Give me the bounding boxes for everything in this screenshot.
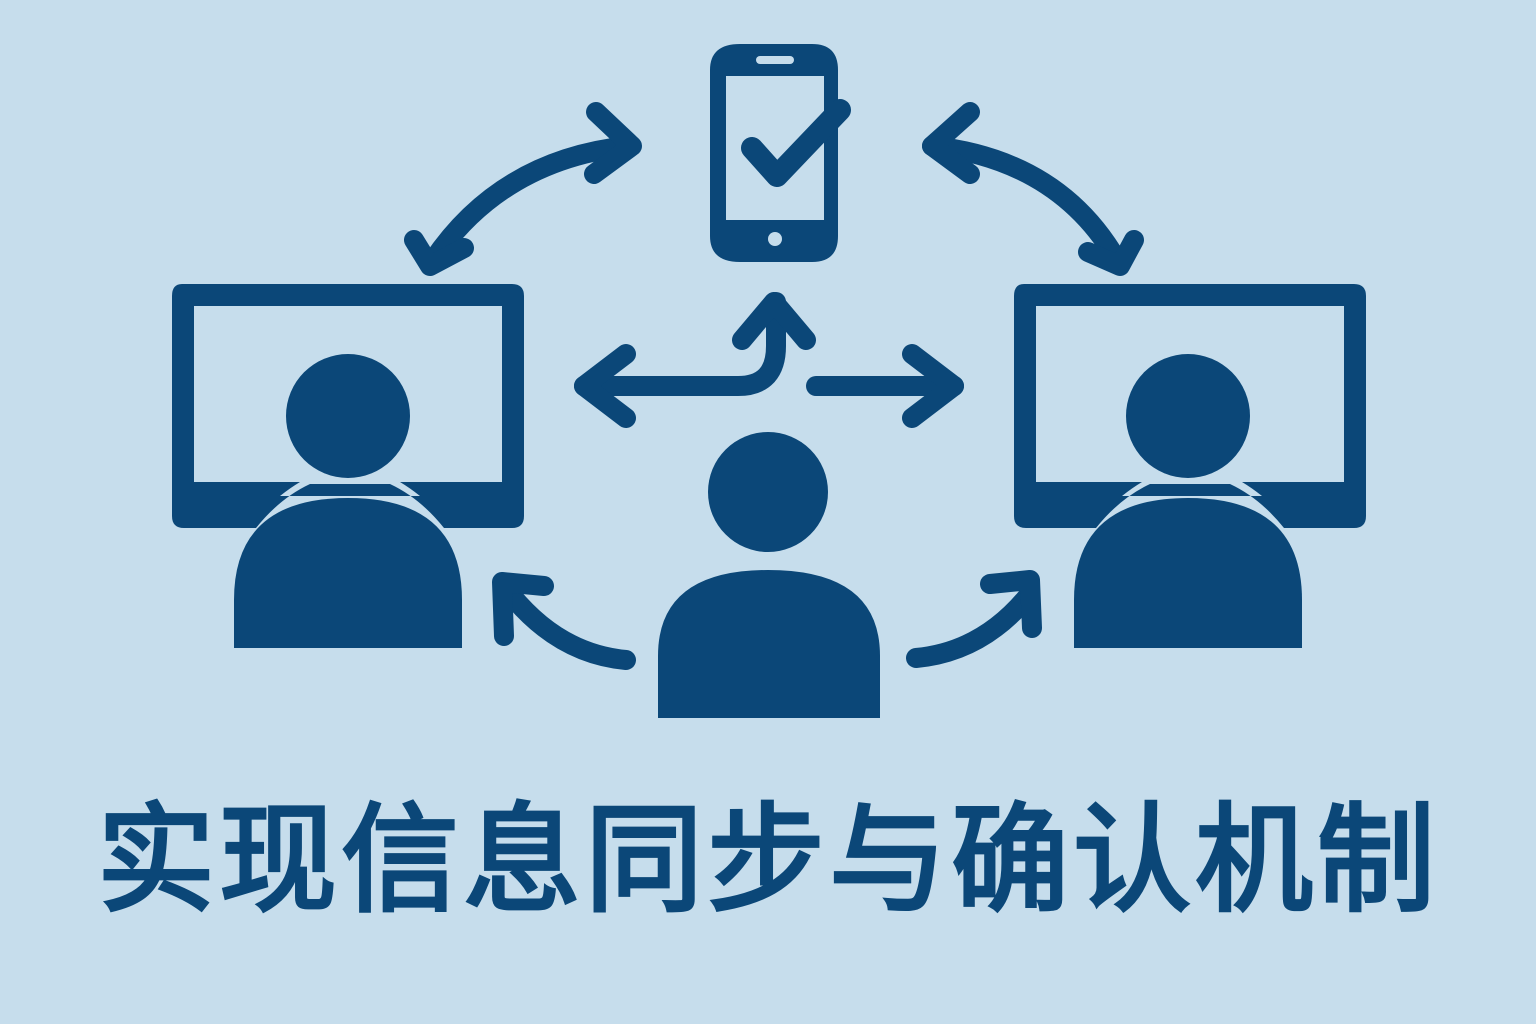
right-monitor-user-icon xyxy=(1014,284,1366,648)
curved-arrow-bottom-left-icon xyxy=(492,572,636,670)
bidirectional-curved-arrow-left-icon xyxy=(404,102,642,276)
left-monitor-user-icon xyxy=(172,284,524,648)
checkmark-icon xyxy=(741,99,851,187)
diagram-title: 实现信息同步与确认机制 xyxy=(96,791,1439,929)
right-arrow-icon xyxy=(806,344,964,428)
smartphone-check-icon xyxy=(710,44,838,262)
central-user-icon xyxy=(658,432,880,718)
curved-arrow-bottom-right-icon xyxy=(906,570,1042,668)
left-and-up-arrow-icon xyxy=(574,292,816,428)
bidirectional-curved-arrow-right-icon xyxy=(922,102,1144,276)
